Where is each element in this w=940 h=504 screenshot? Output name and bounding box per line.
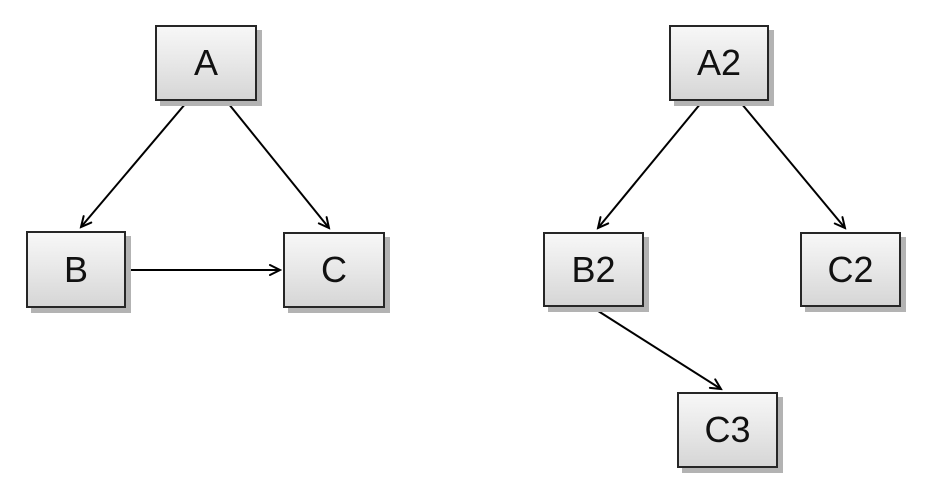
node-B-label: B xyxy=(63,248,88,290)
node-A2-label: A2 xyxy=(696,42,742,83)
node-A2[interactable]: A2 xyxy=(669,25,769,101)
node-B2-label: B2 xyxy=(571,248,616,290)
edge-A-to-B[interactable] xyxy=(81,102,187,227)
node-A[interactable]: A xyxy=(155,25,257,101)
edge-A-to-C[interactable] xyxy=(227,102,329,228)
edge-A2-to-C2[interactable] xyxy=(740,102,845,228)
node-C2-label: C2 xyxy=(827,248,874,290)
edge-A2-to-B2[interactable] xyxy=(598,102,702,228)
node-C[interactable]: C xyxy=(283,232,385,308)
node-C-label: C xyxy=(321,249,347,290)
edge-B2-to-C3[interactable] xyxy=(594,308,721,389)
node-C3-label: C3 xyxy=(704,409,751,450)
node-B[interactable]: B xyxy=(26,231,126,308)
node-C2[interactable]: C2 xyxy=(800,232,901,307)
node-B2[interactable]: B2 xyxy=(543,232,644,307)
node-A-label: A xyxy=(193,42,218,83)
node-C3[interactable]: C3 xyxy=(677,392,778,468)
